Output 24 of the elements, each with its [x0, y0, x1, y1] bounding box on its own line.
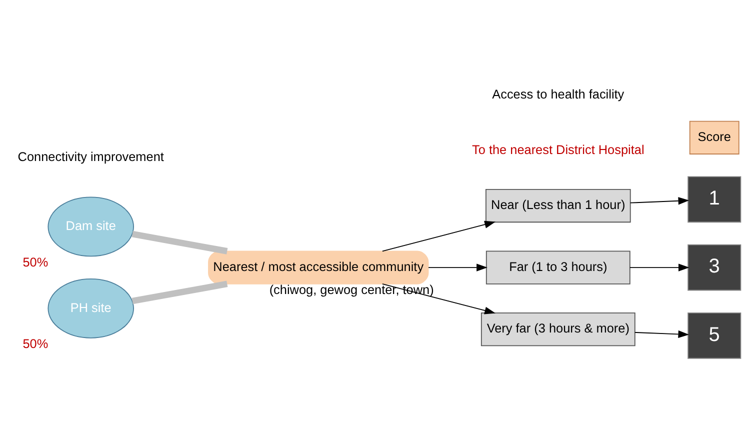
arrow	[634, 330, 690, 338]
node-ellipse: Dam site	[48, 196, 134, 256]
node-box: Nearest / most accessible community	[208, 250, 429, 284]
arrow	[382, 282, 496, 314]
node-box: 5	[688, 312, 742, 358]
connector	[132, 280, 228, 304]
node-box: Near (Less than 1 hour)	[485, 188, 631, 222]
label: To the nearest District Hospital	[472, 141, 644, 156]
node-ellipse: PH site	[48, 278, 134, 338]
label: Connectivity improvement	[18, 148, 164, 164]
node-label: (chiwog, gewog center, town)	[269, 282, 434, 297]
arrow	[428, 263, 488, 271]
arrow	[629, 263, 690, 271]
arrow	[382, 220, 496, 252]
label: Access to health facility	[492, 86, 624, 101]
node-box: Score	[689, 120, 740, 154]
arrow	[630, 196, 690, 204]
node-box: Far (1 to 3 hours)	[486, 250, 630, 284]
node-box: 3	[688, 244, 742, 290]
node-box: 1	[688, 176, 742, 222]
node-label: 50%	[22, 336, 48, 351]
node-label: 50%	[22, 254, 48, 269]
node-box: Very far (3 hours & more)	[480, 312, 636, 346]
connector	[132, 230, 228, 254]
